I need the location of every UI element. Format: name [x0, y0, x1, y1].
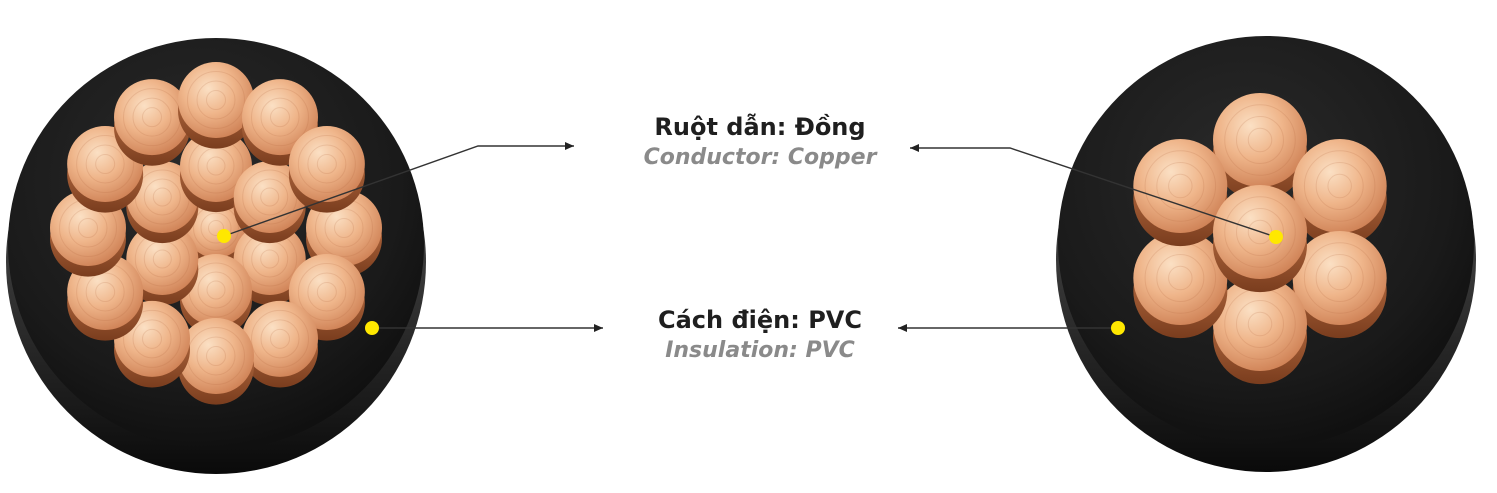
right-strand-outer — [1213, 277, 1307, 385]
insulation-label-vi: Cách điện: PVC — [658, 306, 862, 334]
markers — [217, 229, 1283, 335]
left-cable-conductor — [50, 62, 382, 405]
left-strand-outer — [178, 318, 254, 405]
right-strand-outer — [1292, 139, 1387, 247]
left-strand-outer — [178, 62, 254, 149]
left-strand-outer — [114, 79, 190, 166]
left-strand-inner — [233, 161, 306, 244]
insulation-label-en: Insulation: PVC — [665, 338, 855, 363]
conductor-label-en: Conductor: Copper — [643, 145, 877, 170]
right-strand-outer — [1213, 93, 1307, 201]
left-strand-outer — [288, 126, 365, 213]
left-strand-center — [186, 198, 246, 267]
conductor-label-vi: Ruột dẫn: Đồng — [654, 113, 866, 141]
conductor-label: Ruột dẫn: Đồng Conductor: Copper — [560, 112, 960, 172]
left-strand-inner — [126, 223, 199, 306]
right-cable — [1056, 36, 1476, 472]
leader-lines — [223, 142, 1277, 332]
conductor-leader-left — [223, 142, 574, 237]
right-strand-outer — [1133, 139, 1228, 247]
right-strand-center — [1213, 185, 1307, 293]
left-cable — [6, 38, 426, 474]
left-insulation-marker-dot-icon — [365, 321, 379, 335]
right-insulation-marker-dot-icon — [1111, 321, 1125, 335]
left-conductor-marker-dot-icon — [217, 229, 231, 243]
right-cable-conductor — [1133, 93, 1387, 385]
left-strand-outer — [242, 300, 318, 388]
right-strand-outer — [1133, 231, 1228, 339]
conductor-leader-right — [910, 144, 1277, 238]
insulation-label: Cách điện: PVC Insulation: PVC — [560, 305, 960, 365]
right-conductor-marker-dot-icon — [1269, 230, 1283, 244]
right-strand-outer — [1292, 231, 1387, 339]
